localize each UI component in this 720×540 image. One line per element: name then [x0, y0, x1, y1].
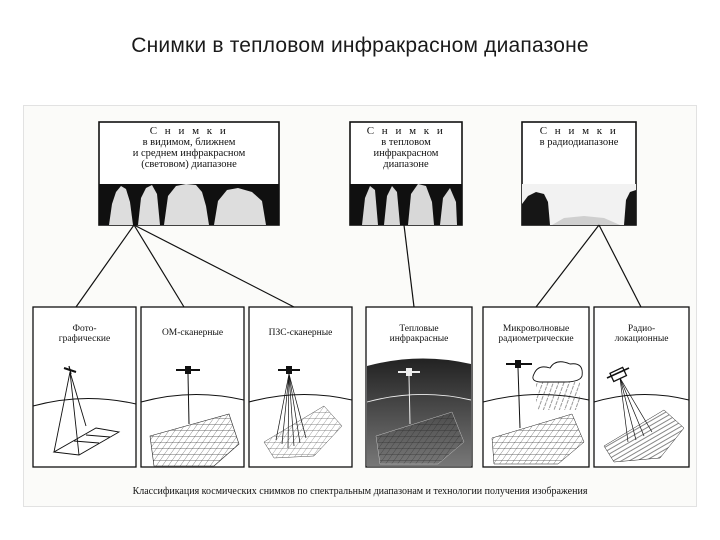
- bottom-box-label: ОМ-сканерные: [161, 328, 224, 338]
- spectrum-thermal: [350, 184, 462, 225]
- spectrum-visible: [99, 184, 279, 225]
- top-box-radio-label: С н и м к и в радиодиапазоне: [522, 125, 636, 149]
- bottom-box-label: Фото- графические: [58, 324, 111, 344]
- bottom-box-microwave: [482, 306, 590, 468]
- top-box-visible-label: С н и м к и в видимом, ближнем и среднем…: [99, 125, 279, 171]
- bottom-box-label: Микроволновые радиометрические: [498, 324, 574, 344]
- satellite-icon: [506, 360, 532, 368]
- terrain-hatch: [603, 409, 685, 463]
- bottom-box-ccd-scanner: [248, 306, 353, 468]
- terrain-grid: [263, 405, 343, 459]
- bottom-box-thermal-infrared: [365, 306, 473, 468]
- top-box-heading: С н и м к и: [539, 125, 619, 137]
- satellite-icon: [176, 366, 200, 374]
- top-box-heading: С н и м к и: [366, 125, 446, 137]
- top-box-thermal: [349, 121, 463, 226]
- spectrum-radio: [522, 184, 636, 225]
- top-box-radio: [521, 121, 637, 226]
- diagram-graphics: [32, 121, 690, 468]
- slide-title: Снимки в тепловом инфракрасном диапазоне: [131, 34, 589, 57]
- classification-figure: С н и м к и в видимом, ближнем и среднем…: [24, 106, 696, 506]
- bottom-box-om-scanner: [140, 306, 245, 468]
- top-box-heading: С н и м к и: [149, 125, 229, 137]
- top-box-text: в радиодиапазоне: [539, 137, 619, 148]
- bottom-box-label: ПЗС-сканерные: [268, 328, 333, 338]
- cloud-icon: [532, 361, 583, 410]
- terrain-grid: [491, 413, 585, 465]
- terrain-grid: [149, 413, 240, 467]
- terrain-grid: [375, 411, 465, 465]
- bottom-box-label: Тепловые инфракрасные: [389, 324, 449, 344]
- connector-lines: [75, 224, 642, 308]
- bottom-box-radar: [593, 306, 690, 468]
- figure-caption: Классификация космических снимков по спе…: [132, 486, 588, 497]
- bottom-box-photographic: [32, 306, 137, 468]
- top-box-text: в видимом, ближнем и среднем инфракрасно…: [132, 137, 246, 170]
- photo-footprint: [52, 371, 121, 456]
- satellite-icon: [278, 366, 300, 374]
- bottom-box-label: Радио- локационные: [614, 324, 669, 344]
- top-box-thermal-label: С н и м к и в тепловом инфракрасном диап…: [350, 125, 462, 171]
- top-box-visible: [98, 121, 280, 226]
- top-box-text: в тепловом инфракрасном диапазоне: [373, 137, 439, 170]
- satellite-icon: [398, 368, 420, 376]
